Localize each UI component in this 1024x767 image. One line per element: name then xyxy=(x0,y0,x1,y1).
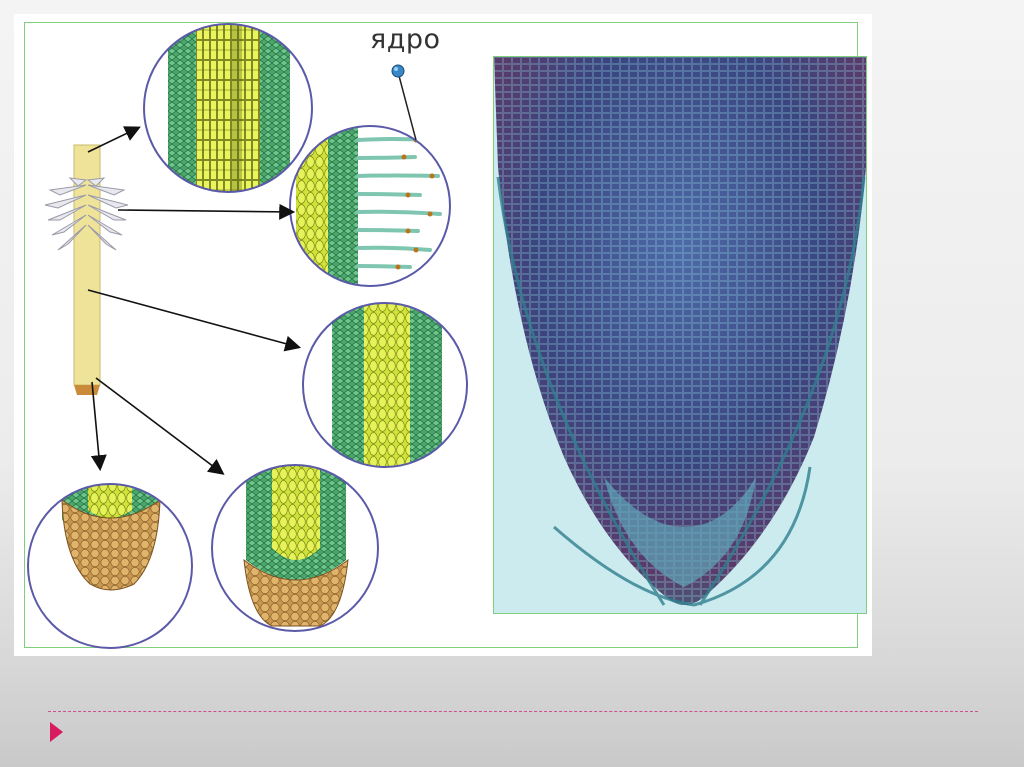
root-tip-micrograph xyxy=(493,56,867,614)
root-figure xyxy=(44,144,129,395)
arrows xyxy=(87,126,302,475)
magnifier-conducting-zone xyxy=(143,23,313,193)
nucleus-label: ядро xyxy=(370,24,441,55)
magnifier-division-zone xyxy=(211,464,379,632)
magnifier-elongation-zone xyxy=(302,302,468,468)
magnifier-absorption-zone xyxy=(289,125,451,287)
magnifier-root-cap xyxy=(27,483,193,649)
root-zones-illustration xyxy=(27,23,468,649)
nucleus-pointer xyxy=(391,64,417,141)
triangle-right-icon[interactable] xyxy=(50,722,63,742)
bottom-divider xyxy=(48,711,978,712)
